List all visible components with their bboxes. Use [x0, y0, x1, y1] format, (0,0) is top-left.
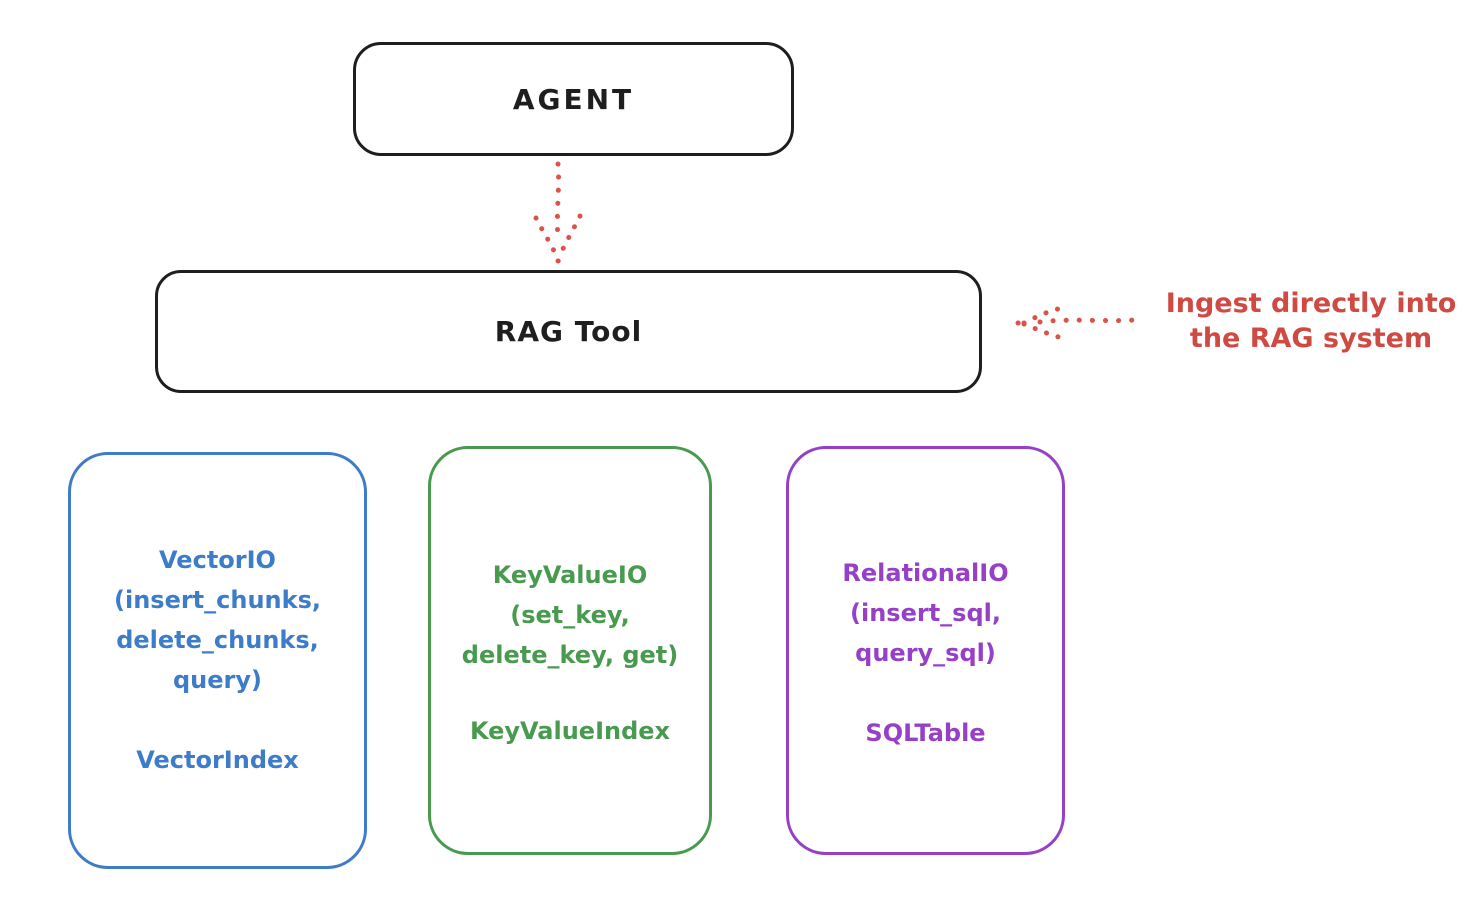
vector-io-text: VectorIO (insert_chunks, delete_chunks, … [71, 540, 364, 780]
keyvalue-io-title-line: delete_key, get) [461, 641, 679, 669]
ingest-annotation-line2: the RAG system [1189, 323, 1433, 354]
relational-io-index-label: SQLTable [865, 719, 986, 747]
vector-io-title-line: query) [173, 666, 262, 694]
keyvalue-io-text: KeyValueIO (set_key, delete_key, get) Ke… [431, 555, 709, 751]
vector-io-title-line: (insert_chunks, [114, 586, 321, 614]
arrow-annotation-to-rag-icon [1015, 305, 1137, 341]
relational-io-text: RelationalIO (insert_sql, query_sql) SQL… [789, 553, 1062, 753]
keyvalue-io-node: KeyValueIO (set_key, delete_key, get) Ke… [428, 446, 712, 855]
keyvalue-io-index-label: KeyValueIndex [469, 717, 671, 745]
vector-io-index-label: VectorIndex [136, 746, 299, 774]
rag-tool-node: RAG Tool [155, 270, 982, 393]
agent-node-label: AGENT [512, 82, 635, 116]
vector-io-node: VectorIO (insert_chunks, delete_chunks, … [68, 452, 367, 869]
relational-io-node: RelationalIO (insert_sql, query_sql) SQL… [786, 446, 1065, 855]
agent-node: AGENT [353, 42, 794, 156]
keyvalue-io-title-line: KeyValueIO [492, 561, 648, 589]
vector-io-title-line: VectorIO [159, 546, 276, 574]
rag-tool-node-label: RAG Tool [494, 315, 643, 348]
arrow-agent-to-rag-icon [533, 161, 583, 264]
relational-io-title-line: RelationalIO [842, 559, 1009, 587]
vector-io-title-line: delete_chunks, [116, 626, 319, 654]
ingest-annotation-line1: Ingest directly into [1165, 288, 1457, 319]
ingest-annotation: Ingest directly into the RAG system [1146, 286, 1476, 356]
keyvalue-io-title-line: (set_key, [510, 601, 630, 629]
relational-io-title-line: (insert_sql, [850, 599, 1001, 627]
relational-io-title-line: query_sql) [855, 639, 996, 667]
